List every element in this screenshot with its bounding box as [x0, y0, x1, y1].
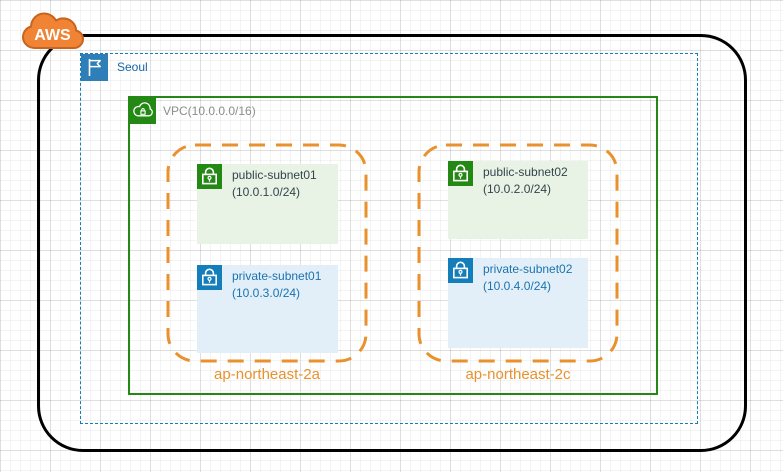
subnet-name: private-subnet02 — [483, 262, 573, 276]
public-subnet-lock-icon[interactable] — [448, 161, 473, 186]
aws-cloud-group[interactable] — [37, 34, 747, 452]
region-seoul[interactable]: Seoul VPC(10.0.0.0/16) — [80, 53, 698, 424]
subnet-name: private-subnet01 — [232, 269, 322, 283]
az-label-2c: ap-northeast-2c — [465, 366, 571, 383]
vpc-icon[interactable] — [130, 98, 156, 124]
subnet-name: public-subnet02 — [483, 165, 568, 179]
subnet-cidr: (10.0.4.0/24) — [483, 279, 552, 293]
public-subnet02[interactable]: public-subnet02 (10.0.2.0/24) — [448, 161, 588, 239]
region-flag-icon[interactable] — [81, 54, 108, 81]
subnet-cidr: (10.0.3.0/24) — [232, 286, 301, 300]
vpc-label: VPC(10.0.0.0/16) — [163, 104, 256, 118]
subnet-name: public-subnet01 — [232, 168, 317, 182]
region-label: Seoul — [117, 60, 148, 74]
private-subnet-lock-icon[interactable] — [197, 265, 222, 290]
subnet-label: private-subnet02 (10.0.4.0/24) — [483, 261, 572, 295]
aws-cloud-label: AWS — [34, 27, 71, 44]
public-subnet01[interactable]: public-subnet01 (10.0.1.0/24) — [197, 164, 338, 244]
availability-zone-2c[interactable] — [417, 143, 619, 363]
availability-zone-2a[interactable] — [166, 143, 368, 363]
subnet-label: private-subnet01 (10.0.3.0/24) — [232, 268, 321, 302]
subnet-cidr: (10.0.1.0/24) — [232, 185, 301, 199]
az-label-2a: ap-northeast-2a — [214, 366, 320, 383]
private-subnet-lock-icon[interactable] — [448, 258, 473, 283]
subnet-cidr: (10.0.2.0/24) — [483, 182, 552, 196]
subnet-label: public-subnet01 (10.0.1.0/24) — [232, 167, 317, 201]
public-subnet-lock-icon[interactable] — [197, 164, 222, 189]
aws-cloud-icon[interactable]: AWS — [21, 9, 85, 55]
private-subnet02[interactable]: private-subnet02 (10.0.4.0/24) — [448, 258, 588, 348]
private-subnet01[interactable]: private-subnet01 (10.0.3.0/24) — [197, 265, 338, 353]
subnet-label: public-subnet02 (10.0.2.0/24) — [483, 164, 568, 198]
vpc-group[interactable]: VPC(10.0.0.0/16) — [128, 96, 658, 395]
